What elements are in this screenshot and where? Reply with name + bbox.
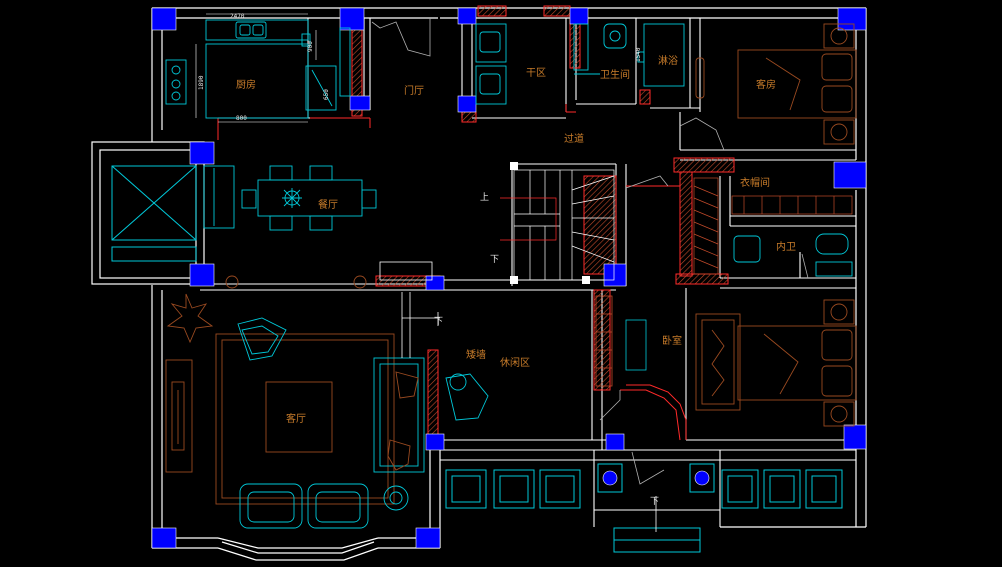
living-rug: [215, 333, 395, 505]
label-shower: 淋浴: [658, 54, 678, 67]
terrace-planters: [445, 463, 843, 553]
dim-kitchen-top: 2470: [230, 13, 245, 20]
label-corridor: 过道: [564, 132, 584, 145]
dining-set: [241, 165, 377, 231]
inner-bath-fixtures: [733, 233, 853, 277]
label-lounge: 休闲区: [500, 356, 530, 369]
label-inner-bath: 内卫: [776, 240, 796, 253]
label-entrance: 门厅: [404, 84, 424, 97]
bathroom-fixtures: [573, 23, 685, 87]
stair-up-marker: 上: [480, 192, 489, 203]
kitchen-dimensions: [195, 13, 317, 123]
hatched-walls: [351, 5, 735, 441]
label-living: 客厅: [286, 412, 306, 425]
label-closet: 衣帽间: [740, 176, 770, 189]
label-bathroom: 卫生间: [600, 68, 630, 81]
stair-down-marker: 下: [490, 255, 499, 265]
label-dry-area: 干区: [526, 67, 546, 79]
dim-kitchen-bottom: 800: [236, 115, 247, 122]
lounge-partition: [379, 261, 440, 358]
staircase: [500, 169, 615, 281]
living-decor: [165, 275, 419, 473]
terrace-lamps: [602, 470, 710, 486]
dry-area-fixtures: [475, 23, 507, 105]
sideboard: [203, 165, 235, 229]
label-bedroom: 卧室: [662, 334, 682, 347]
lounge-down-marker: 下: [434, 317, 443, 327]
guest-room-furniture: [695, 23, 857, 145]
elevator-car: [111, 165, 197, 262]
bedroom-furniture: [695, 299, 857, 427]
label-short-wall: 矮墙: [466, 348, 486, 361]
living-sofas: [237, 317, 489, 529]
dim-kitchen-left: 1890: [198, 75, 205, 90]
label-kitchen: 厨房: [236, 78, 256, 91]
closet-hangers: [693, 177, 853, 275]
dim-kitchen-center: 650: [323, 89, 330, 100]
elevator-shaft: [91, 141, 205, 285]
stair-posts: [510, 162, 590, 284]
kitchen-fixtures: [165, 19, 351, 119]
label-guest-room: 客房: [756, 78, 776, 91]
interior-walls: [200, 18, 856, 527]
bedroom-cabinets: [595, 295, 647, 387]
red-lines: [217, 104, 687, 441]
structural-columns: [151, 7, 867, 549]
dim-kitchen-right: 900: [307, 41, 314, 52]
terrace-arrows: [437, 312, 657, 532]
label-dining: 餐厅: [318, 198, 338, 211]
door-swings: [371, 18, 809, 485]
dim-bath: 1540: [635, 47, 642, 62]
terrace-down-marker: 下: [650, 497, 659, 507]
